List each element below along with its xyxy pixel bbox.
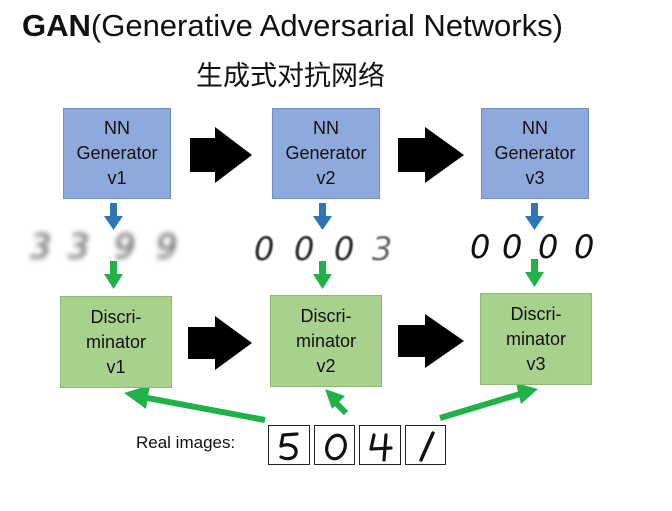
page-title: GAN(Generative Adversarial Networks) — [22, 8, 662, 52]
discriminator-v3: Discri- minator v3 — [480, 293, 592, 385]
generator-label-line3: v2 — [316, 168, 336, 188]
sample-digit: 9 — [114, 227, 136, 267]
generator-label-line1: NN — [104, 118, 130, 138]
handwritten-4-icon — [369, 433, 393, 462]
big-arrow-disc-1-2 — [188, 316, 252, 370]
sample-digit: 3 — [30, 227, 52, 267]
generated-samples-v3: 0 0 0 0 — [470, 228, 594, 266]
green-arrow-sample-2 — [313, 261, 332, 289]
discriminator-label-line2: minator — [505, 328, 567, 349]
real-images-strip — [268, 425, 446, 465]
sample-digit: 3 — [68, 227, 90, 267]
sample-digit: 0 — [294, 230, 314, 268]
page-subtitle: 生成式对抗网络 — [196, 61, 385, 92]
handwritten-5-icon — [279, 432, 299, 461]
green-arrow-real-to-v1 — [124, 385, 266, 423]
real-image-digit-1 — [404, 425, 446, 465]
real-image-digit-4 — [359, 425, 401, 465]
generator-label-line1: NN — [522, 118, 548, 138]
sample-digit: 3 — [372, 230, 392, 268]
blue-arrow-1 — [104, 203, 123, 230]
big-arrow-gen-1-2 — [190, 127, 252, 183]
generator-v1: NN Generator v1 — [63, 108, 171, 199]
green-arrow-real-to-v2 — [325, 389, 349, 416]
title-acronym: GAN — [22, 8, 91, 43]
sample-digit: 0 — [502, 228, 522, 266]
handwritten-1-icon — [418, 431, 435, 462]
discriminator-label-line2: minator — [295, 330, 357, 351]
title-expansion: (Generative Adversarial Networks) — [90, 8, 563, 43]
sample-digit: 0 — [254, 230, 274, 268]
blue-arrow-2 — [313, 203, 332, 230]
green-arrow-sample-1 — [104, 261, 123, 289]
generator-label-line2: Generator — [76, 143, 158, 163]
generator-label-line3: v1 — [107, 168, 127, 188]
discriminator-label-line1: Discri- — [300, 305, 352, 326]
discriminator-label-line2: minator — [85, 331, 147, 352]
big-arrow-disc-2-3 — [398, 314, 464, 368]
generator-label-line3: v3 — [525, 168, 545, 188]
generator-v2: NN Generator v2 — [272, 108, 380, 199]
green-arrow-real-to-v3 — [439, 383, 538, 421]
sample-digit: 0 — [470, 228, 490, 266]
real-image-digit-0 — [313, 425, 355, 465]
real-images-label: Real images: — [136, 433, 236, 452]
discriminator-label-line1: Discri- — [510, 303, 562, 324]
generated-samples-v1: 3 3 9 9 — [30, 227, 178, 267]
sample-digit: 0 — [334, 230, 354, 268]
generator-label-line2: Generator — [494, 143, 576, 163]
real-image-digit-5 — [268, 425, 310, 465]
sample-digit: 9 — [156, 227, 178, 267]
generator-label-line1: NN — [313, 118, 339, 138]
sample-digit: 0 — [574, 228, 594, 266]
blue-arrow-3 — [525, 203, 544, 230]
discriminator-label-line3: v2 — [316, 355, 336, 376]
generator-label-line2: Generator — [285, 143, 367, 163]
discriminator-label-line3: v1 — [106, 356, 126, 377]
generator-v3: NN Generator v3 — [481, 108, 589, 199]
sample-digit: 0 — [538, 228, 558, 266]
discriminator-v2: Discri- minator v2 — [270, 295, 382, 387]
green-arrow-sample-3 — [525, 259, 544, 287]
discriminator-v1: Discri- minator v1 — [60, 296, 172, 388]
generated-samples-v2: 0 0 0 3 — [254, 230, 392, 268]
big-arrow-gen-2-3 — [398, 127, 464, 183]
discriminator-label-line1: Discri- — [90, 306, 142, 327]
discriminator-label-line3: v3 — [526, 353, 546, 374]
handwritten-0-icon — [324, 433, 347, 461]
